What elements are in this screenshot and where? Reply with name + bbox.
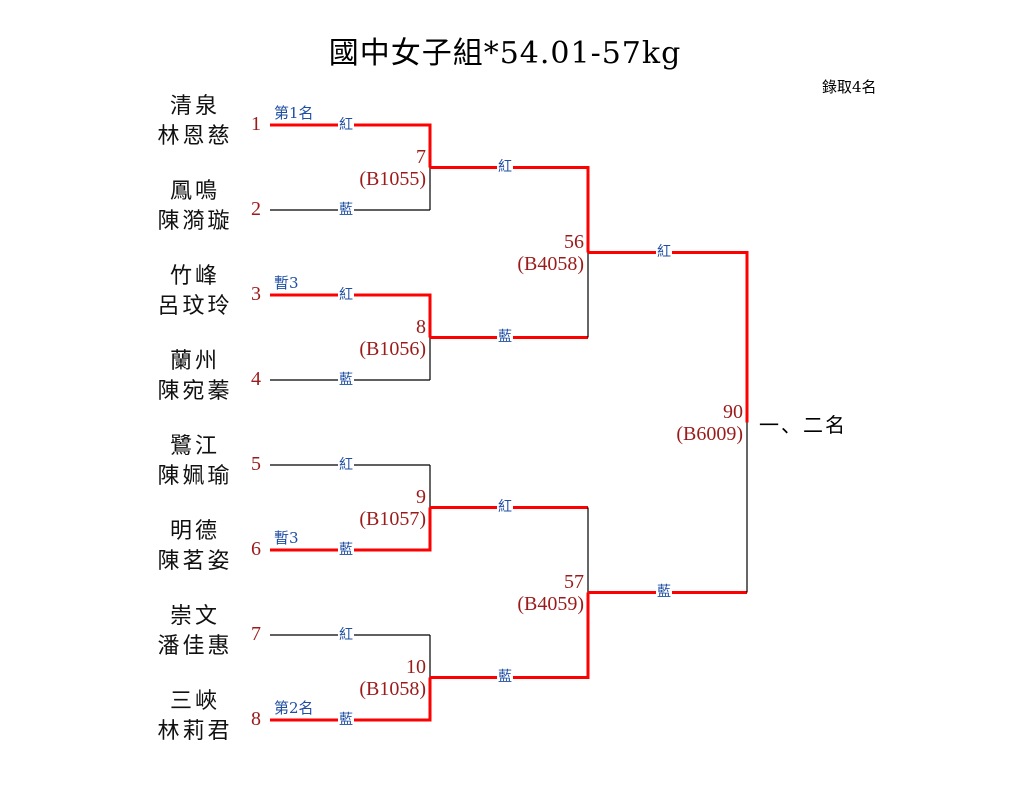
entrant-8: 三峽林莉君 — [140, 687, 250, 747]
bout-code: (B6009) — [676, 423, 743, 445]
seed-number: 3 — [251, 283, 261, 305]
entrant-name: 呂玟玲 — [157, 294, 233, 319]
bout-code: (B1058) — [359, 678, 426, 700]
page-title: 國中女子組*54.01-57kg — [328, 36, 682, 71]
entrant-school: 崇文 — [169, 604, 220, 629]
entrant-school: 明德 — [169, 519, 220, 544]
entrant-name: 林恩慈 — [157, 124, 233, 149]
entrant-name: 陳宛蓁 — [157, 379, 233, 404]
entrant-7: 崇文潘佳惠 — [140, 602, 250, 662]
bout-number: 7 — [416, 146, 426, 168]
seed-number: 7 — [251, 623, 261, 645]
entrant-4: 蘭州陳宛蓁 — [140, 347, 250, 407]
seed-number: 2 — [251, 198, 261, 220]
entrant-1: 清泉林恩慈 — [140, 92, 250, 152]
entrant-2: 鳳鳴陳漪璇 — [140, 177, 250, 237]
corner-red-label: 紅 — [338, 284, 354, 304]
corner-red-label: 紅 — [656, 241, 672, 261]
bout-code: (B1056) — [359, 338, 426, 360]
final-placing-label: 一、二名 — [759, 413, 847, 437]
bout-8: 8(B1056) — [320, 316, 426, 360]
bout-number: 90 — [723, 401, 743, 423]
rank-tag: 暫3 — [274, 274, 299, 292]
corner-blue-label: 藍 — [656, 581, 672, 601]
corner-blue-label: 藍 — [338, 369, 354, 389]
entrant-name: 陳茗姿 — [157, 549, 233, 574]
entrant-school: 鳳鳴 — [169, 179, 220, 204]
entrant-name: 陳漪璇 — [157, 209, 233, 234]
bout-number: 9 — [416, 486, 426, 508]
bout-number: 8 — [416, 316, 426, 338]
bout-7: 7(B1055) — [320, 146, 426, 190]
seed-number: 4 — [251, 368, 261, 390]
rank-tag: 暫3 — [274, 529, 299, 547]
seed-number: 8 — [251, 708, 261, 730]
entrant-school: 竹峰 — [169, 264, 220, 289]
entrant-5: 鷺江陳姵瑜 — [140, 432, 250, 492]
seed-number: 6 — [251, 538, 261, 560]
corner-red-label: 紅 — [497, 496, 513, 516]
bout-9: 9(B1057) — [320, 486, 426, 530]
rank-tag: 第1名 — [274, 104, 314, 122]
seed-number: 1 — [251, 113, 261, 135]
seed-number: 5 — [251, 453, 261, 475]
bout-90: 90(B6009) — [640, 401, 743, 445]
bout-number: 57 — [564, 571, 584, 593]
corner-blue-label: 藍 — [497, 666, 513, 686]
bout-56: 56(B4058) — [480, 231, 584, 275]
entrant-6: 明德陳茗姿 — [140, 517, 250, 577]
corner-blue-label: 藍 — [338, 199, 354, 219]
bout-number: 56 — [564, 231, 584, 253]
corner-red-label: 紅 — [497, 156, 513, 176]
corner-red-label: 紅 — [338, 454, 354, 474]
entrant-name: 陳姵瑜 — [157, 464, 233, 489]
bout-code: (B1057) — [359, 508, 426, 530]
bout-code: (B1055) — [359, 168, 426, 190]
corner-red-label: 紅 — [338, 114, 354, 134]
corner-blue-label: 藍 — [338, 539, 354, 559]
corner-blue-label: 藍 — [497, 326, 513, 346]
corner-red-label: 紅 — [338, 624, 354, 644]
entrant-school: 蘭州 — [169, 349, 220, 374]
entrant-school: 鷺江 — [169, 434, 220, 459]
bout-number: 10 — [406, 656, 426, 678]
bout-code: (B4058) — [517, 253, 584, 275]
entrant-school: 三峽 — [169, 689, 220, 714]
entrant-name: 林莉君 — [157, 719, 233, 744]
bout-code: (B4059) — [517, 593, 584, 615]
entrant-name: 潘佳惠 — [157, 634, 233, 659]
rank-tag: 第2名 — [274, 699, 314, 717]
bout-57: 57(B4059) — [480, 571, 584, 615]
bout-10: 10(B1058) — [320, 656, 426, 700]
corner-blue-label: 藍 — [338, 709, 354, 729]
entrant-3: 竹峰呂玟玲 — [140, 262, 250, 322]
entrant-school: 清泉 — [169, 94, 220, 119]
quota-label: 錄取4名 — [822, 78, 877, 96]
